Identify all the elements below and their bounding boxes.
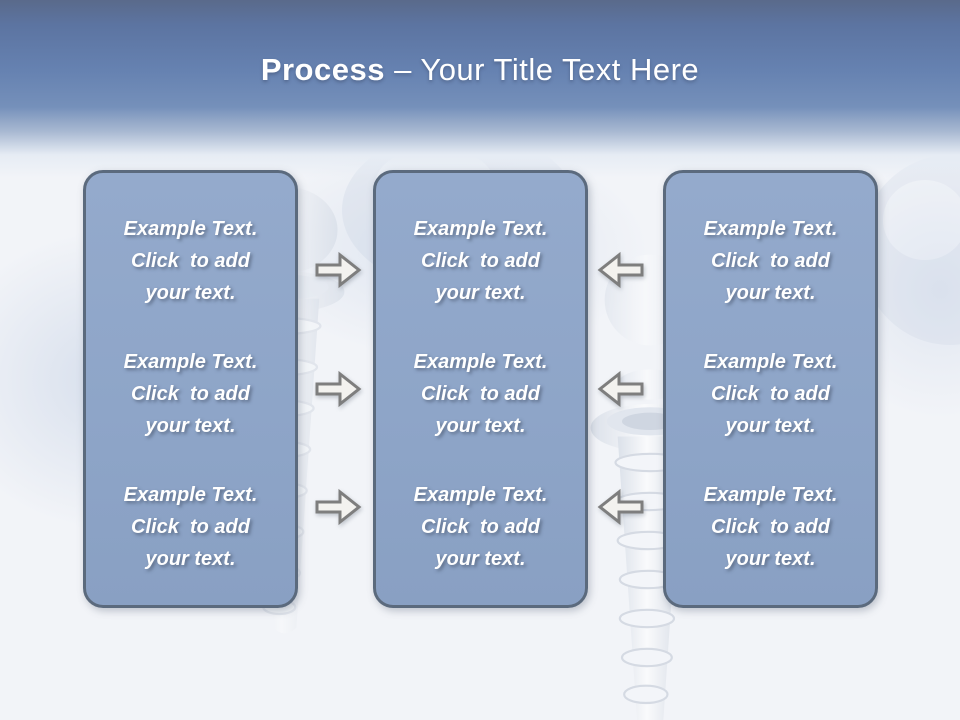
arrow-right-to-middle-1 [597, 250, 645, 290]
text-line: your text. [435, 415, 526, 437]
process-panel-right[interactable]: Example Text. Click to add your text. Ex… [663, 170, 878, 608]
text-line: your text. [725, 282, 816, 304]
example-text-block[interactable]: Example Text. Click to add your text. [674, 213, 867, 309]
text-line: Click to add [711, 516, 830, 538]
example-text-block[interactable]: Example Text. Click to add your text. [674, 346, 867, 442]
text-line: Click to add [711, 250, 830, 272]
block-arrow-left-icon [597, 370, 644, 408]
text-line: your text. [145, 282, 236, 304]
text-line: Example Text. [123, 351, 258, 373]
text-line: Example Text. [703, 218, 838, 240]
process-panel-left[interactable]: Example Text. Click to add your text. Ex… [83, 170, 298, 608]
block-arrow-left-icon [597, 251, 644, 289]
text-line: Click to add [421, 383, 540, 405]
process-panel-middle[interactable]: Example Text. Click to add your text. Ex… [373, 170, 588, 608]
text-line: Example Text. [123, 484, 258, 506]
text-line: your text. [435, 282, 526, 304]
title-bar [0, 0, 960, 178]
title-rest: – Your Title Text Here [384, 52, 700, 87]
block-arrow-left-icon [597, 488, 644, 526]
text-line: your text. [145, 415, 236, 437]
example-text-block[interactable]: Example Text. Click to add your text. [94, 213, 287, 309]
text-line: Example Text. [413, 218, 548, 240]
text-line: Example Text. [123, 218, 258, 240]
text-line: your text. [145, 548, 236, 570]
block-arrow-right-icon [315, 251, 362, 289]
text-line: Example Text. [413, 351, 548, 373]
example-text-block[interactable]: Example Text. Click to add your text. [384, 346, 577, 442]
arrow-left-to-middle-3 [314, 487, 362, 527]
text-line: your text. [725, 415, 816, 437]
title-emphasis: Process [260, 52, 385, 87]
text-line: Click to add [131, 516, 250, 538]
text-line: your text. [435, 548, 526, 570]
arrow-right-to-middle-2 [597, 369, 645, 409]
page-title: Process – Your Title Text Here [0, 52, 960, 88]
arrow-right-to-middle-3 [597, 487, 645, 527]
text-line: Click to add [711, 383, 830, 405]
example-text-block[interactable]: Example Text. Click to add your text. [674, 479, 867, 575]
arrow-left-to-middle-1 [314, 250, 362, 290]
block-arrow-right-icon [315, 370, 362, 408]
arrow-left-to-middle-2 [314, 369, 362, 409]
text-line: Example Text. [413, 484, 548, 506]
block-arrow-right-icon [315, 488, 362, 526]
example-text-block[interactable]: Example Text. Click to add your text. [94, 479, 287, 575]
text-line: Click to add [421, 516, 540, 538]
example-text-block[interactable]: Example Text. Click to add your text. [384, 479, 577, 575]
implant-dome-right [855, 150, 960, 350]
text-line: Click to add [131, 383, 250, 405]
text-line: Click to add [131, 250, 250, 272]
example-text-block[interactable]: Example Text. Click to add your text. [94, 346, 287, 442]
text-line: Example Text. [703, 351, 838, 373]
text-line: Click to add [421, 250, 540, 272]
text-line: your text. [725, 548, 816, 570]
example-text-block[interactable]: Example Text. Click to add your text. [384, 213, 577, 309]
text-line: Example Text. [703, 484, 838, 506]
